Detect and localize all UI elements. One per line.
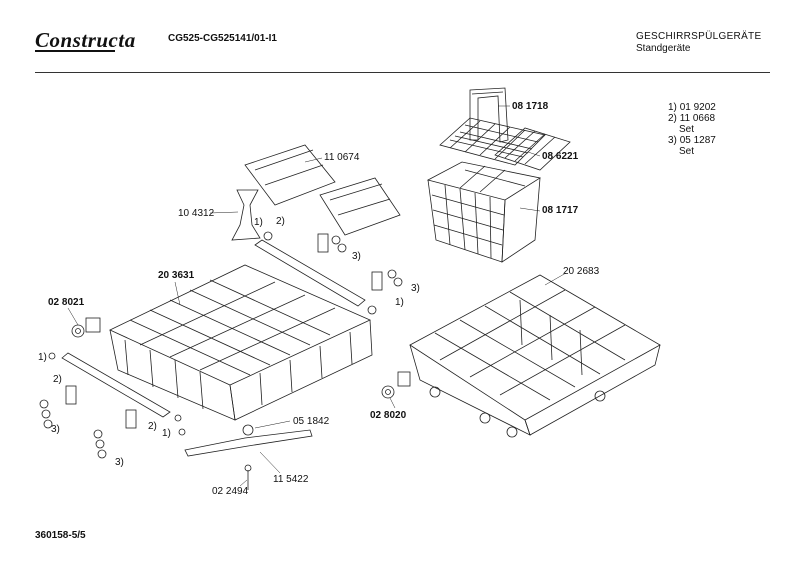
legend-number: 01 9202: [679, 102, 716, 113]
salt-funnel: [231, 189, 261, 241]
rail-bars: [61, 239, 366, 418]
ref-callout-3: 3): [352, 251, 361, 262]
ref-callout-1: 1): [162, 428, 171, 439]
document-number: 360158-5/5: [35, 530, 86, 541]
ref-callout-1: 1): [38, 352, 47, 363]
basket-lid: [439, 117, 571, 171]
ref-callout-2: 2): [148, 421, 157, 432]
legend-ref: 1): [668, 102, 677, 113]
legend-ref: 3): [668, 135, 677, 146]
legend-number: 11 0668: [679, 113, 716, 124]
legend-note: Set: [679, 124, 695, 135]
ref-callout-3: 3): [115, 457, 124, 468]
legend-row: 2) 11 0668: [668, 113, 716, 124]
part-label-051842: 05 1842: [293, 416, 330, 427]
upper-rack: [109, 264, 373, 421]
legend-row: 3) 05 1287: [668, 135, 716, 146]
ref-callout-1: 1): [395, 297, 404, 308]
part-label-028020: 02 8020: [370, 410, 407, 421]
lower-rack: [409, 274, 661, 438]
leader-lines: [67, 105, 567, 487]
category-title: GESCHIRRSPÜLGERÄTE: [636, 31, 762, 42]
part-label-110674: 11 0674: [324, 152, 360, 163]
spray-arm: [184, 424, 313, 490]
parts-legend: 1) 01 9202 2) 11 0668 Set 3) 05 1287 Set: [668, 102, 716, 157]
header-rule: [35, 72, 770, 73]
ref-callout-2: 2): [53, 374, 62, 385]
rack-strips: [244, 144, 401, 236]
brand-logo: Constructa: [35, 28, 136, 52]
rollers-and-clips: [39, 231, 411, 459]
ref-callout-2: 2): [276, 216, 285, 227]
part-label-028021: 02 8021: [48, 297, 85, 308]
part-label-022494: 02 2494: [212, 486, 249, 497]
legend-note: Set: [679, 146, 695, 157]
part-label-086221: 08 6221: [542, 151, 579, 162]
part-label-203631: 20 3631: [158, 270, 195, 281]
model-number: CG525-CG525141/01-I1: [168, 33, 277, 44]
brand-underline: [35, 50, 115, 52]
cutlery-basket: [426, 161, 542, 263]
legend-number: 05 1287: [679, 135, 716, 146]
ref-callout-3: 3): [411, 283, 420, 294]
legend-row: 1) 01 9202: [668, 102, 716, 113]
part-label-202683: 20 2683: [563, 266, 600, 277]
ref-callout-1: 1): [254, 217, 263, 228]
legend-ref: 2): [668, 113, 677, 124]
ref-callout-3: 3): [51, 424, 60, 435]
part-label-104312: 10 4312: [178, 208, 215, 219]
subcategory-title: Standgeräte: [636, 43, 691, 54]
part-label-081718: 08 1718: [512, 101, 549, 112]
part-label-081717: 08 1717: [542, 205, 579, 216]
part-label-115422: 11 5422: [273, 474, 309, 485]
